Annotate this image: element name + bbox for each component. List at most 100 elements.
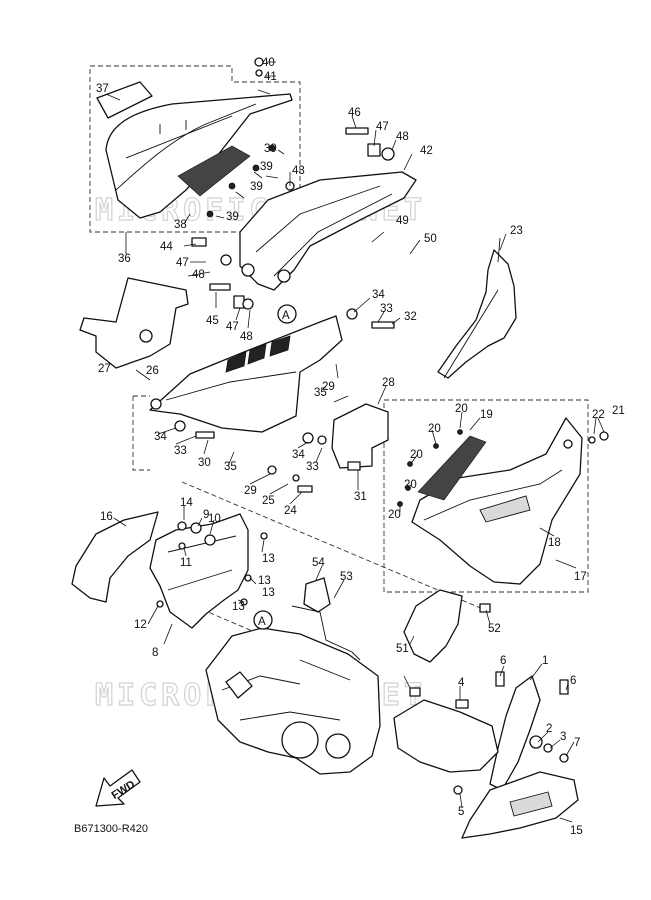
callout-45: 45 xyxy=(206,315,219,327)
assembly-box-17 xyxy=(383,399,589,593)
callout-34: 34 xyxy=(292,449,305,461)
callout-13: 13 xyxy=(262,587,275,599)
callout-13: 13 xyxy=(262,553,275,565)
bracket-frame xyxy=(149,513,249,629)
leader-lines xyxy=(105,61,605,823)
callout-18: 18 xyxy=(548,537,561,549)
callout-6: 6 xyxy=(500,655,506,667)
fwd-arrow-icon: FWD xyxy=(95,769,141,807)
callout-34: 34 xyxy=(154,431,167,443)
callout-27: 27 xyxy=(98,363,111,375)
callout-16: 16 xyxy=(100,511,113,523)
callout-10: 10 xyxy=(208,513,221,525)
bracket-51 xyxy=(403,589,463,663)
side-panel-upper xyxy=(239,171,417,291)
callout-53: 53 xyxy=(340,571,353,583)
callout-20: 20 xyxy=(410,449,423,461)
lower-cover xyxy=(393,699,499,773)
callout-39: 39 xyxy=(260,161,273,173)
callout-50: 50 xyxy=(424,233,437,245)
callout-54: 54 xyxy=(312,557,325,569)
callout-33: 33 xyxy=(174,445,187,457)
callout-42: 42 xyxy=(420,145,433,157)
callout-49: 49 xyxy=(396,215,409,227)
hardware xyxy=(156,57,609,795)
callout-9: 9 xyxy=(203,509,209,521)
callout-39: 39 xyxy=(264,143,277,155)
callout-47: 47 xyxy=(226,321,239,333)
callout-marker-a-1: A xyxy=(277,304,297,324)
callout-19: 19 xyxy=(480,409,493,421)
rod-53 xyxy=(291,605,361,661)
callout-46: 46 xyxy=(348,107,361,119)
callout-25: 25 xyxy=(262,495,275,507)
side-cover-upper-left xyxy=(96,81,293,219)
callout-8: 8 xyxy=(152,647,158,659)
callout-20: 20 xyxy=(428,423,441,435)
side-cover-main xyxy=(149,315,343,433)
callout-4: 4 xyxy=(458,677,465,689)
callout-28: 28 xyxy=(382,377,395,389)
callout-14: 14 xyxy=(180,497,193,509)
callout-31: 31 xyxy=(354,491,367,503)
engine xyxy=(205,627,381,775)
callout-30: 30 xyxy=(198,457,211,469)
callout-41: 41 xyxy=(264,71,277,83)
callout-20: 20 xyxy=(455,403,468,415)
callout-2: 2 xyxy=(546,723,552,735)
callout-47: 47 xyxy=(376,121,389,133)
callout-5: 5 xyxy=(458,806,464,818)
callout-35: 35 xyxy=(314,387,327,399)
bracket-54 xyxy=(303,577,331,613)
callout-32: 32 xyxy=(404,311,417,323)
callout-22: 22 xyxy=(592,409,605,421)
plate-28 xyxy=(331,403,389,469)
callout-36: 36 xyxy=(118,253,131,265)
callout-13: 13 xyxy=(232,601,245,613)
cover-16 xyxy=(71,511,159,603)
callout-48: 48 xyxy=(396,131,409,143)
callout-44: 44 xyxy=(160,241,173,253)
callout-35: 35 xyxy=(224,461,237,473)
side-cover-right xyxy=(411,417,583,585)
callout-1: 1 xyxy=(542,655,548,667)
callout-15: 15 xyxy=(570,825,583,837)
callout-marker-a-2: A xyxy=(253,610,273,630)
callout-33: 33 xyxy=(306,461,319,473)
callout-26: 26 xyxy=(146,365,159,377)
assembly-box-26 xyxy=(132,395,150,471)
callout-48: 48 xyxy=(192,269,205,281)
callout-51: 51 xyxy=(396,643,409,655)
side-plate xyxy=(79,277,189,369)
callout-12: 12 xyxy=(134,619,147,631)
callout-24: 24 xyxy=(284,505,297,517)
callout-48: 48 xyxy=(240,331,253,343)
callout-52: 52 xyxy=(488,623,501,635)
callout-39: 39 xyxy=(250,181,263,193)
callout-21: 21 xyxy=(612,405,625,417)
callout-39: 39 xyxy=(226,211,239,223)
callout-33: 33 xyxy=(380,303,393,315)
callout-40: 40 xyxy=(262,57,275,69)
callout-3: 3 xyxy=(560,731,566,743)
callout-29: 29 xyxy=(322,381,335,393)
callout-13: 13 xyxy=(258,575,271,587)
svg-text:A: A xyxy=(258,616,266,628)
callout-29: 29 xyxy=(244,485,257,497)
callout-23: 23 xyxy=(510,225,523,237)
callout-numbers: 1234566789101112131313131415161718192020… xyxy=(96,57,625,837)
assembly-box-36 xyxy=(89,65,301,233)
svg-text:A: A xyxy=(282,310,290,322)
callout-20: 20 xyxy=(404,479,417,491)
callout-34: 34 xyxy=(372,289,385,301)
cover-15 xyxy=(461,771,579,839)
diagram-code: B671300-R420 xyxy=(74,823,148,835)
bracket-1 xyxy=(489,675,541,791)
callout-37: 37 xyxy=(96,83,109,95)
callout-6: 6 xyxy=(570,675,576,687)
callout-7: 7 xyxy=(574,737,580,749)
callout-20: 20 xyxy=(388,509,401,521)
callout-47: 47 xyxy=(176,257,189,269)
callout-38: 38 xyxy=(174,219,187,231)
